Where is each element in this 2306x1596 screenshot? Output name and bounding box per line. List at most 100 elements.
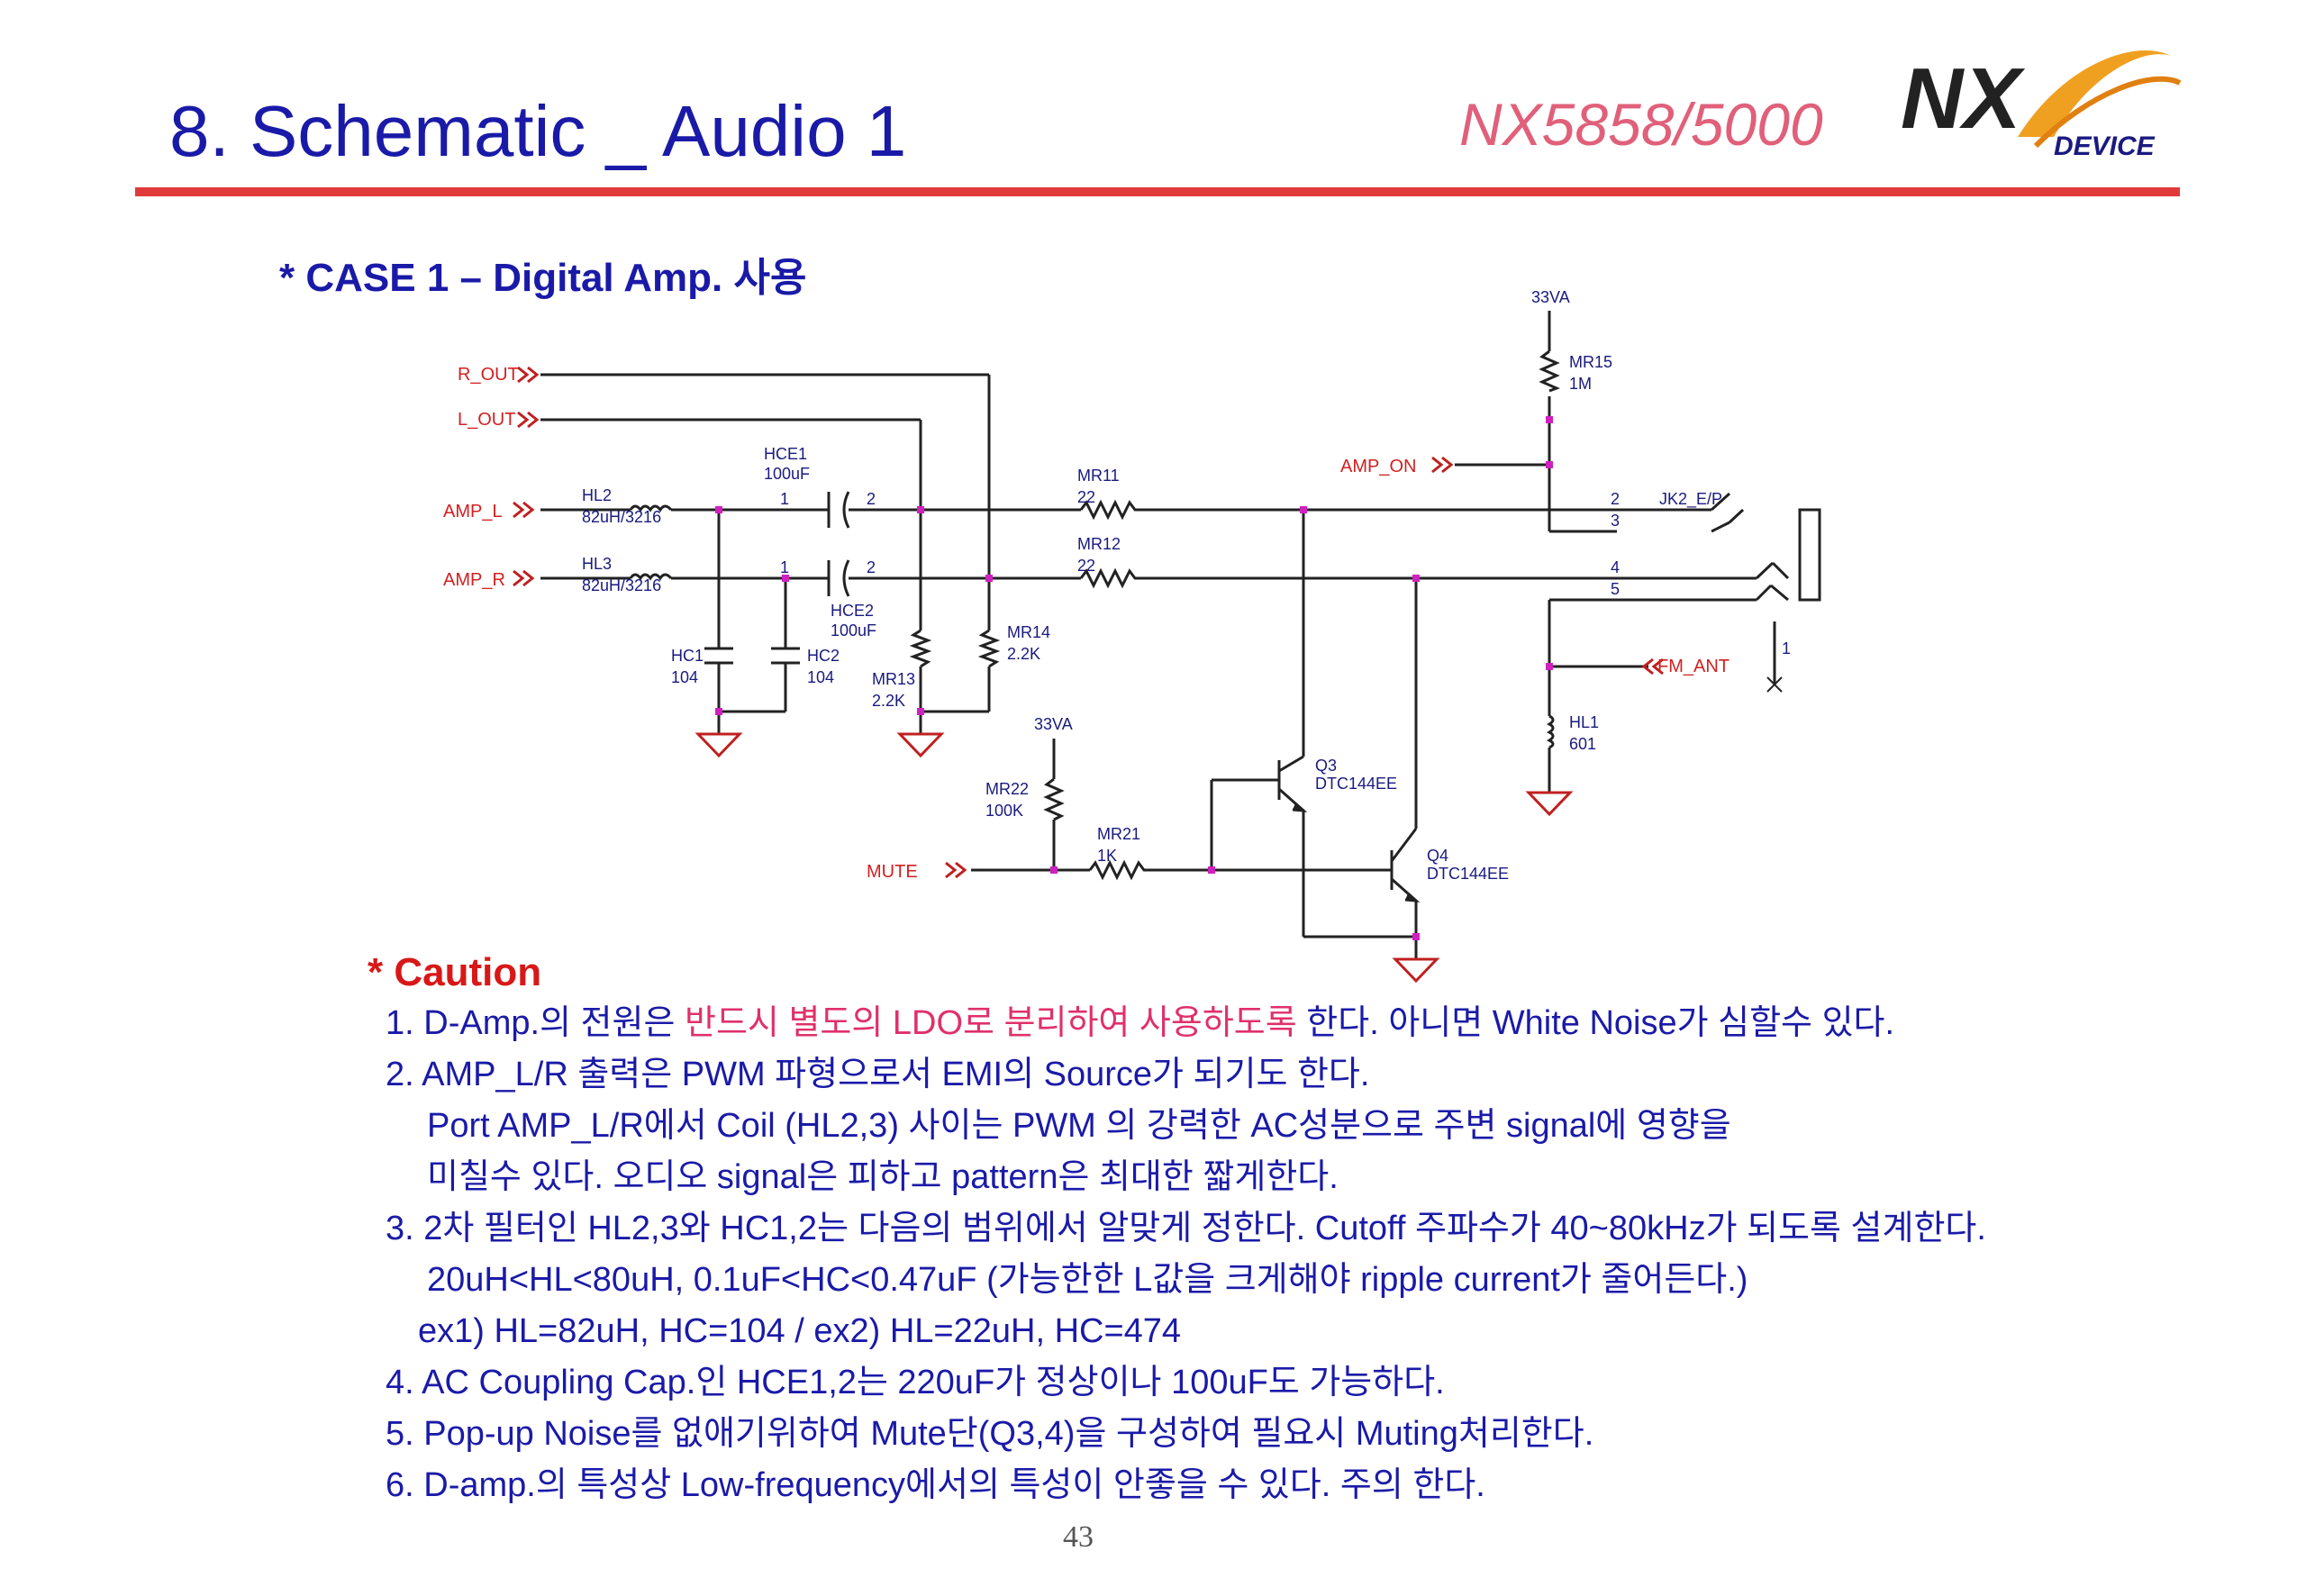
net-label-amp-r: AMP_R [443, 570, 505, 590]
transistor-q3 [1272, 755, 1308, 812]
resistor-mr21 [1088, 859, 1162, 881]
ground-symbol [1525, 791, 1574, 817]
q3-value: DTC144EE [1315, 775, 1397, 793]
net-arrow-mute [945, 861, 967, 879]
net-label-33va-top: 33VA [1531, 288, 1570, 306]
nx-device-logo: NX DEVICE [1901, 50, 2182, 161]
mr22-value: 100K [985, 802, 1023, 820]
mr12-ref: MR12 [1077, 535, 1121, 553]
hc1-ref: HC1 [671, 647, 704, 665]
pin-number: 1 [1782, 639, 1791, 657]
net-label-l-out: L_OUT [458, 410, 515, 430]
inductor-hl3 [629, 573, 673, 581]
net-label-33va-mid: 33VA [1034, 715, 1073, 733]
mr14-value: 2.2K [1007, 645, 1040, 663]
net-label-r-out: R_OUT [458, 365, 519, 385]
net-arrow-r-out [517, 366, 540, 384]
note-6: 6. D-amp.의 특성상 Low-frequency에서의 특성이 안좋을 … [386, 1466, 1485, 1504]
pin-number: 4 [1611, 558, 1620, 576]
pin-number: 2 [1611, 490, 1620, 508]
hl2-value: 82uH/3216 [582, 508, 661, 526]
resistor-mr22 [1043, 777, 1065, 821]
mr21-ref: MR21 [1097, 825, 1140, 843]
no-connect-mark [1766, 676, 1783, 693]
capacitor-hc2 [771, 647, 800, 665]
jk2-ref: JK2_E/P [1659, 490, 1722, 509]
case-heading: * CASE 1 – Digital Amp. 사용 [279, 256, 807, 300]
mr14-ref: MR14 [1007, 623, 1050, 641]
mr15-value: 1M [1569, 375, 1592, 393]
note-5: 5. Pop-up Noise를 없애기위하여 Mute단(Q3,4)을 구성하… [386, 1415, 1594, 1453]
capacitor-hce2 [827, 559, 850, 597]
note-1: 1. D-Amp.의 전원은 반드시 별도의 LDO로 분리하여 사용하도록 한… [386, 998, 2277, 1049]
net-label-amp-l: AMP_L [443, 502, 503, 521]
resistor-mr13 [909, 629, 932, 668]
hl2-ref: HL2 [582, 486, 612, 504]
q4-value: DTC144EE [1427, 865, 1509, 883]
junction-dots [715, 416, 1553, 940]
hc2-value: 104 [807, 668, 834, 686]
logo-text-sub: DEVICE [2054, 131, 2156, 161]
ground-symbol [896, 732, 945, 758]
pin-number: 5 [1611, 580, 1620, 598]
hc1-value: 104 [671, 668, 698, 686]
net-arrow-amp-l [513, 501, 535, 519]
net-arrow-fm-ant [1641, 657, 1664, 676]
page-title: 8. Schematic _ Audio 1 [169, 91, 907, 171]
pin-number: 1 [780, 558, 789, 576]
hl3-value: 82uH/3216 [582, 576, 661, 594]
mr11-value: 22 [1077, 488, 1095, 506]
page-number: 43 [1063, 1520, 1094, 1554]
resistor-mr15 [1539, 349, 1560, 393]
hce1-value: 100uF [764, 465, 810, 483]
pin-number: 2 [867, 490, 876, 508]
note-3-example: ex1) HL=82uH, HC=104 / ex2) HL=22uH, HC=… [418, 1312, 1182, 1350]
ground-symbol [1392, 957, 1440, 984]
note-3: 3. 2차 필터인 HL2,3와 HC1,2는 다음의 범위에서 알맞게 정한다… [386, 1210, 1986, 1247]
note-text: 한다. 아니면 White Noise가 심할수 있다. [1296, 1004, 1895, 1042]
model-number: NX5858/5000 [1459, 91, 1823, 158]
caution-heading: * Caution [368, 950, 542, 994]
mr12-value: 22 [1077, 557, 1095, 575]
transistor-q4 [1356, 828, 1421, 902]
note-2: 2. AMP_L/R 출력은 PWM 파형으로서 EMI의 Source가 되기… [386, 1056, 1370, 1093]
header-rule [135, 187, 2180, 196]
mr21-value: 1K [1097, 847, 1117, 865]
note-4: 4. AC Coupling Cap.인 HCE1,2는 220uF가 정상이나… [386, 1364, 1445, 1401]
capacitor-hc1 [704, 647, 733, 665]
hl3-ref: HL3 [582, 555, 612, 573]
inductor-hl2 [629, 504, 673, 512]
hl1-ref: HL1 [1569, 713, 1599, 731]
q4-ref: Q4 [1427, 847, 1448, 865]
mr13-ref: MR13 [872, 670, 915, 688]
note-text: 1. D-Amp.의 전원은 [386, 1004, 685, 1042]
inductor-hl1 [1546, 714, 1555, 749]
resistor-mr14 [977, 629, 1001, 668]
net-arrow-amp-on [1431, 456, 1454, 474]
note-2-cont: 미칠수 있다. 오디오 signal은 피하고 pattern은 최대한 짧게한… [427, 1158, 1339, 1196]
schematic-wires [540, 311, 1821, 959]
caution-notes: 1. D-Amp.의 전원은 반드시 별도의 LDO로 분리하여 사용하도록 한… [386, 998, 2277, 1511]
net-label-amp-on: AMP_ON [1340, 457, 1416, 476]
resistor-mr12 [1079, 567, 1145, 589]
q3-ref: Q3 [1315, 757, 1337, 775]
hce1-ref: HCE1 [764, 445, 807, 463]
pin-number: 3 [1611, 512, 1620, 530]
hc2-ref: HC2 [807, 647, 840, 665]
hce2-ref: HCE2 [831, 602, 874, 620]
pin-number: 1 [780, 490, 789, 508]
pin-number: 2 [867, 558, 876, 576]
net-label-fm-ant: FM_ANT [1657, 657, 1730, 676]
net-label-mute: MUTE [867, 862, 918, 882]
mr15-ref: MR15 [1569, 353, 1612, 371]
net-arrow-amp-r [513, 569, 535, 587]
logo-text-main: NX [1901, 50, 2025, 147]
hce2-value: 100uF [831, 621, 876, 639]
note-3-cont: 20uH<HL<80uH, 0.1uF<HC<0.47uF (가능한한 L값을 … [427, 1261, 1748, 1299]
note-2-cont: Port AMP_L/R에서 Coil (HL2,3) 사이는 PWM 의 강력… [427, 1107, 1731, 1145]
ground-symbol [695, 732, 743, 758]
capacitor-hce1 [827, 491, 850, 529]
mr22-ref: MR22 [985, 780, 1029, 798]
note-highlight: 반드시 별도의 LDO로 분리하여 사용하도록 [685, 1004, 1297, 1042]
